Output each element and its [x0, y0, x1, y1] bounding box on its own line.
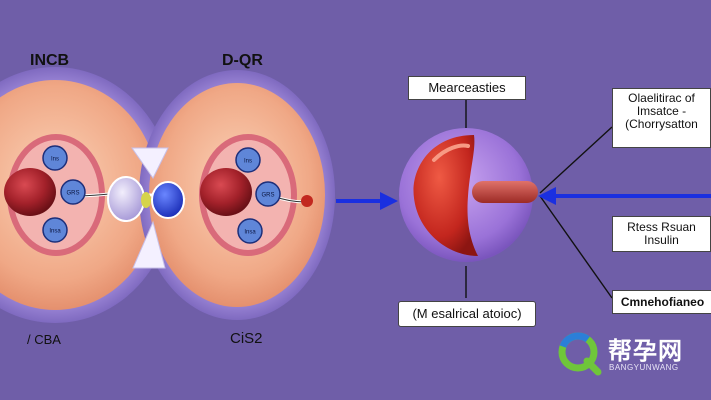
small-circle-label: Ins — [244, 159, 252, 165]
label-left-top: INCB — [30, 52, 70, 69]
small-circle-shape — [42, 217, 68, 243]
box-bottom-right: Cmnehofianeo — [612, 290, 711, 314]
box-bottom-center: (M esalrical atoioc) — [398, 301, 536, 327]
small-circle-shape — [255, 181, 281, 207]
connector-lines — [465, 98, 711, 299]
small-circle-shape — [235, 147, 261, 173]
small-circle: GRS — [255, 181, 281, 207]
small-circle-shape — [42, 145, 68, 171]
watermark: 帮孕网 BANGYUNWANG — [556, 330, 706, 380]
box-top-right-line-1: Olaelitirac of — [628, 91, 695, 105]
watermark-logo-icon — [558, 332, 602, 376]
small-circle-label: Insa — [49, 229, 61, 235]
left-nucleus — [4, 168, 56, 216]
watermark-cn: 帮孕网 — [608, 338, 683, 365]
receptor-sphere — [399, 128, 538, 262]
small-circle: Ins — [42, 145, 68, 171]
small-circle: Insa — [42, 217, 68, 243]
arrow-to-sphere — [336, 192, 398, 210]
red-particle — [301, 195, 313, 207]
right-cell — [139, 70, 335, 320]
small-circle-shape — [237, 218, 263, 244]
small-circle-label: GRS — [66, 191, 79, 197]
box-mid-right: Rtess Rsuan Insulin — [612, 216, 711, 252]
box-top-right: Olaelitirac of Imsatce - (Chorrysatton — [612, 88, 711, 148]
label-right-top: D-QR — [222, 52, 263, 69]
small-circle: Ins — [235, 147, 261, 173]
small-circle-label: Insa — [244, 230, 256, 236]
box-mid-right-line-1: Rtess Rsuan — [627, 220, 696, 234]
junction — [107, 147, 186, 269]
small-circle: Insa — [237, 218, 263, 244]
box-top-right-line-2: Imsatce - — [636, 104, 687, 118]
box-mid-right-line-2: Insulin — [644, 233, 679, 247]
box-top-right-line-3: (Chorrysatton — [625, 117, 698, 131]
small-circle-label: GRS — [261, 193, 274, 199]
watermark-en: BANGYUNWANG — [609, 363, 679, 372]
small-circle: GRS — [60, 179, 86, 205]
small-circle-label: Ins — [51, 157, 59, 163]
right-nucleus — [200, 168, 252, 216]
small-circle-shape — [60, 179, 86, 205]
box-top-center: Mearceasties — [408, 76, 526, 100]
label-left-bottom: / CBA — [27, 332, 61, 347]
label-right-bottom: CiS2 — [230, 330, 263, 347]
